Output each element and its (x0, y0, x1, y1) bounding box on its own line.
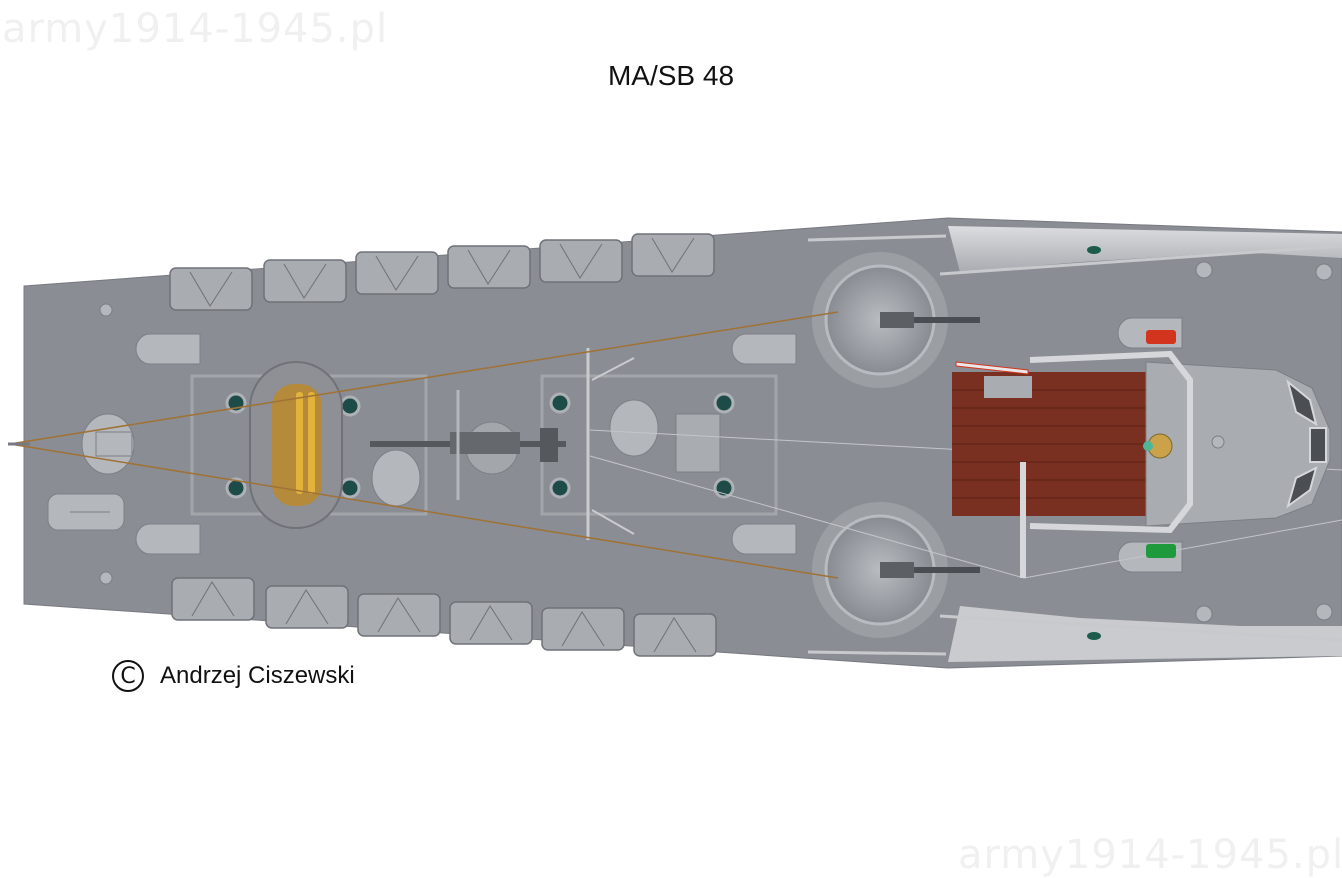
deck-rail-top (939, 244, 1342, 276)
locker-box (675, 413, 721, 473)
starboard-light-green (1146, 544, 1176, 558)
smoke-generator (47, 493, 125, 531)
turret-port (812, 252, 980, 388)
bridge-screen (1029, 350, 1193, 534)
depth-charge-rack-bottom (171, 577, 717, 657)
depth-charge-rack-bottom-straps (191, 581, 697, 653)
deck-edge-line-bottom (807, 650, 947, 656)
port-light-red (1146, 330, 1176, 344)
depth-charge-rack-top-straps (189, 237, 695, 307)
drawing-title: MA/SB 48 (607, 60, 735, 91)
hull-flare-top (948, 226, 1342, 272)
compass-glass (1143, 441, 1153, 451)
bridge-chart-table (984, 376, 1032, 398)
stern-hatch (81, 413, 135, 475)
deck-rail-bottom (939, 614, 1342, 642)
copyright-icon: C (112, 660, 144, 692)
life-raft (249, 361, 343, 529)
wheelhouse (1145, 361, 1331, 527)
bridge-red-flag (955, 361, 1029, 375)
wheelhouse-windows (1286, 379, 1327, 509)
wheelhouse-vent (1211, 435, 1225, 449)
central-gun-mount (370, 421, 566, 475)
deck-scuttles (1087, 246, 1101, 640)
depth-charge-rack-top (169, 233, 715, 311)
hull-flare-bottom (948, 606, 1342, 662)
deck-bollards (99, 261, 1333, 623)
rigging-lines (9, 311, 839, 579)
signal-pole (1020, 462, 1026, 578)
boat-top-view-illustration (8, 217, 1342, 669)
author-name: Andrzej Ciszewski (160, 662, 355, 689)
author-credit: C Andrzej Ciszewski (112, 660, 355, 692)
watermark-top: army1914-1945.pl (2, 6, 389, 52)
mast-yard (591, 357, 635, 535)
turret-starboard (812, 502, 980, 638)
deck-edge-line-top (807, 234, 947, 242)
watermark-bottom: army1914-1945.pl (958, 832, 1342, 878)
deck-hatch-round (371, 399, 659, 507)
